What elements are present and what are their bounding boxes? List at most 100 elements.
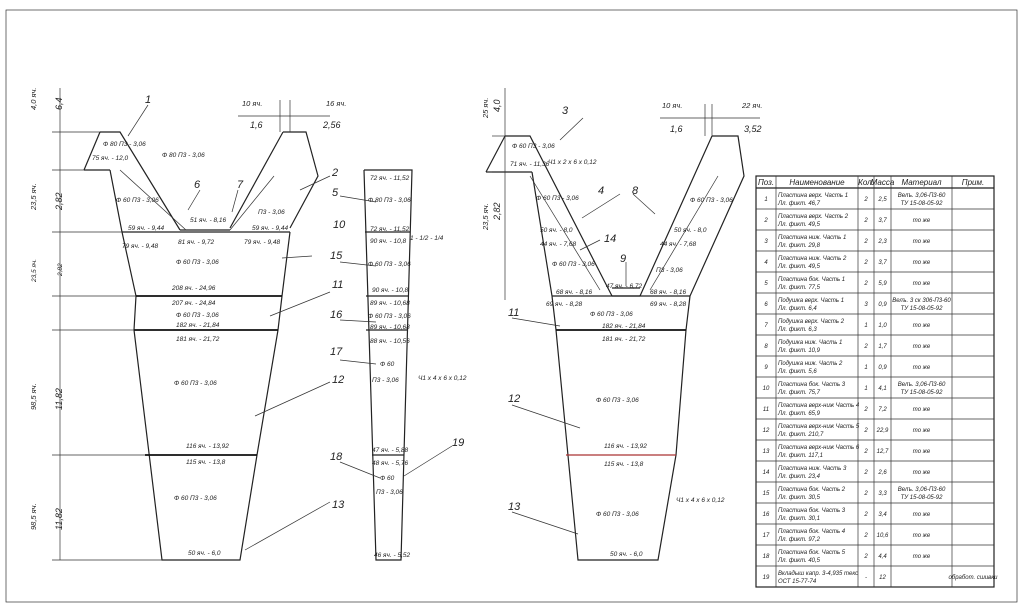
table-header-cell: Поз. xyxy=(758,178,774,187)
table-cell-material: то же xyxy=(913,365,931,371)
table-cell-qty: 2 xyxy=(863,260,868,266)
left-label-a6: 207 яч. - 24,84 xyxy=(171,300,216,307)
cut-label-2: 1 - 1/2 - 1/4 xyxy=(410,235,444,242)
dim-right-1: 25 яч. xyxy=(481,98,490,119)
pos-12: 12 xyxy=(332,374,344,386)
dim-left-5: 98,5 яч. xyxy=(29,503,38,530)
table-cell-mass: 4,1 xyxy=(878,386,886,392)
right-label-c8: 68 яч. - 8,16 xyxy=(556,289,592,296)
table-cell-pos: 1 xyxy=(764,197,767,203)
table-cell-mass: 1,7 xyxy=(878,344,887,350)
dim-left-2: 23,5 яч. xyxy=(29,183,38,211)
table-cell-mass: 3,7 xyxy=(878,260,887,266)
table-cell-qty: 3 xyxy=(864,302,868,308)
left-label-a9: 181 яч. - 21,72 xyxy=(176,336,220,343)
dim-right-top-1: 10 яч. xyxy=(662,101,682,110)
left-net-outline xyxy=(83,131,319,561)
table-cell-mass: 1,0 xyxy=(878,323,887,329)
strip-label-s10: 88 яч. - 10,56 xyxy=(370,338,410,345)
table-cell-qty: 2 xyxy=(863,491,868,497)
right-label-c7: Ф 60 П3 - 3,06 xyxy=(552,261,595,268)
table-cell-material-sub: ТУ 15-08-05-92 xyxy=(901,201,944,207)
left-label-a1: Ф 60 П3 - 3,06 xyxy=(116,197,159,204)
pos-9: 9 xyxy=(620,253,626,265)
strip-label-s1: 72 яч. - 11,52 xyxy=(370,175,410,182)
table-cell-material: то же xyxy=(913,512,931,518)
table-cell-mass: 3,7 xyxy=(878,218,887,224)
right-label-c2: 71 яч. - 11,36 xyxy=(510,161,550,168)
table-cell-name-sub: Лл. фикт. 210,7 xyxy=(777,432,824,438)
table-header-cell: Масса xyxy=(871,178,895,187)
dim-left-1: 4,0 яч. xyxy=(29,88,38,110)
table-cell-pos: 16 xyxy=(763,512,770,518)
pos-18: 18 xyxy=(330,451,343,463)
right-label-c14: П3 - 3,06 xyxy=(656,267,683,274)
strip-label-s8: Ф 60 П3 - 3,06 xyxy=(368,313,411,320)
pos-6: 6 xyxy=(194,179,201,191)
left-label-a4: Ф 60 П3 - 3,06 xyxy=(176,259,219,266)
dim-left-3: 23,5 яч. xyxy=(31,259,38,283)
dim-right-top-2b: 3,52 xyxy=(744,124,762,134)
dim-left-4: 98,5 яч. xyxy=(29,383,38,410)
table-cell-name-sub: Лл. фикт. 65,9 xyxy=(777,411,821,417)
right-label-c25: Ч1 х 4 х 6 х 0,12 xyxy=(676,497,725,504)
table-cell-name: Вкладыш капр. 3-4,935 текс xyxy=(778,571,858,577)
pos-14: 14 xyxy=(604,233,616,245)
pos-r11: 11 xyxy=(508,307,519,319)
table-cell-qty: 1 xyxy=(864,323,867,329)
right-label-c19: 181 яч. - 21,72 xyxy=(602,336,646,343)
table-cell-material-sub: ТУ 15-08-05-92 xyxy=(901,306,944,312)
pos-2: 2 xyxy=(331,167,338,179)
table-cell-material: то же xyxy=(913,470,931,476)
table-cell-mass: 10,6 xyxy=(877,533,889,539)
sheet-frame xyxy=(5,9,1018,603)
table-cell-material-sub: ТУ 15-08-05-92 xyxy=(901,495,944,501)
table-cell-material: то же xyxy=(913,533,931,539)
pos-11: 11 xyxy=(332,279,343,291)
pos-17: 17 xyxy=(330,346,343,358)
right-label-c6: 44 яч. - 7,68 xyxy=(540,241,576,248)
left-label-a12: 115 яч. - 13,8 xyxy=(186,459,226,466)
pos-19: 19 xyxy=(452,437,464,449)
pos-15: 15 xyxy=(330,250,343,262)
table-cell-name: Пластина верх-ниж Часть 4 xyxy=(778,403,860,409)
table-cell-name-sub: Лл. фикт. 29,8 xyxy=(777,243,821,249)
strip-label-s16: П3 - 3,06 xyxy=(376,489,403,496)
left-label-b8: 79 яч. - 9,48 xyxy=(244,239,280,246)
table-cell-pos: 13 xyxy=(763,449,770,455)
table-cell-name: Пластина верх. Часть 1 xyxy=(778,193,848,199)
table-cell-mass: 2,6 xyxy=(877,470,887,476)
table-cell-name-sub: Лл. фикт. 6,4 xyxy=(777,306,817,312)
table-cell-pos: 2 xyxy=(763,218,768,224)
right-label-c23: Ф 60 П3 - 3,06 xyxy=(596,511,639,518)
table-cell-name: Пластина ниж. Часть 2 xyxy=(778,256,847,262)
table-cell-name-sub: Лл. фикт. 49,5 xyxy=(777,264,821,270)
table-cell-name-sub: Лл. фикт. 23,4 xyxy=(777,474,821,480)
table-cell-qty: 2 xyxy=(863,470,868,476)
table-cell-pos: 9 xyxy=(764,365,768,371)
table-cell-pos: 14 xyxy=(763,470,770,476)
table-cell-qty: 2 xyxy=(863,281,868,287)
table-header-cell: Прим. xyxy=(962,178,984,187)
table-cell-name: Пластина верх-ниж Часть 6 xyxy=(778,445,860,451)
right-label-c24: 50 яч. - 6,0 xyxy=(610,551,643,558)
table-cell-pos: 5 xyxy=(764,281,768,287)
table-cell-mass: 22,9 xyxy=(876,428,889,434)
table-cell-name-sub: Лл. фикт. 10,9 xyxy=(777,348,821,354)
table-cell-name-sub: Лл. фикт. 97,2 xyxy=(777,537,821,543)
table-cell-pos: 3 xyxy=(764,239,768,245)
dim-right-top-1b: 1,6 xyxy=(670,124,683,134)
table-cell-pos: 11 xyxy=(763,407,769,413)
pos-13: 13 xyxy=(332,499,345,511)
table-cell-material: то же xyxy=(913,449,931,455)
table-cell-pos: 19 xyxy=(763,575,770,581)
left-label-a7: Ф 60 П3 - 3,06 xyxy=(176,312,219,319)
left-label-b6: П3 - 3,06 xyxy=(258,209,285,216)
strip-label-s6: 90 яч. - 10,8 xyxy=(372,287,408,294)
pos-10: 10 xyxy=(333,219,346,231)
table-cell-qty: 2 xyxy=(863,197,868,203)
dim-left-3b: 2,82 xyxy=(57,263,64,277)
side-strip-outline xyxy=(339,169,453,561)
dim-left-1b: 6,4 xyxy=(54,97,64,110)
